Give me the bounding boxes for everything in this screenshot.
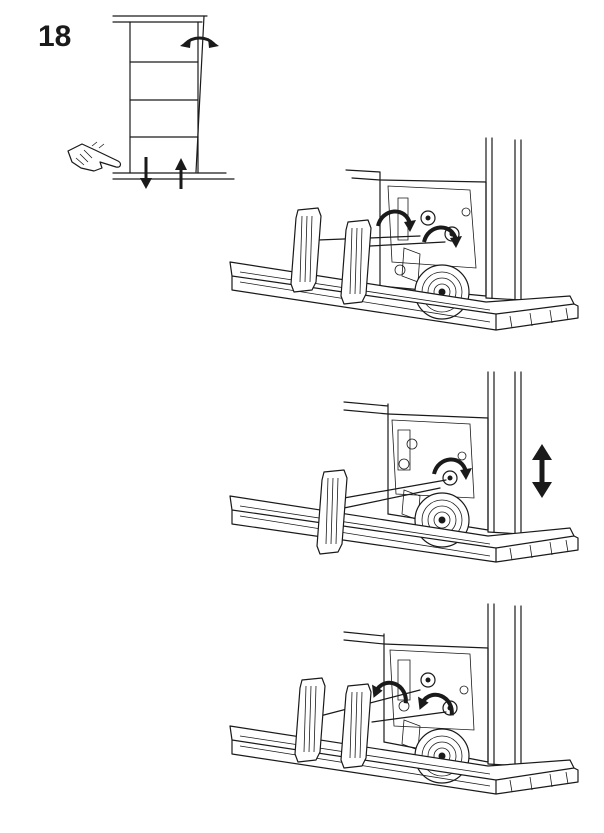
panel-2 <box>229 371 579 563</box>
arrow-up-icon <box>175 158 187 189</box>
step-number: 18 <box>38 20 72 53</box>
pointing-hand-icon <box>67 141 122 172</box>
door-overview <box>112 15 235 180</box>
rotate-arrow-icon <box>365 674 459 723</box>
double-vertical-arrow-icon <box>532 444 552 498</box>
arrow-down-icon <box>140 157 152 189</box>
panel-3 <box>229 603 579 795</box>
panel-1 <box>229 137 579 331</box>
curved-double-arrow-icon <box>180 36 219 48</box>
